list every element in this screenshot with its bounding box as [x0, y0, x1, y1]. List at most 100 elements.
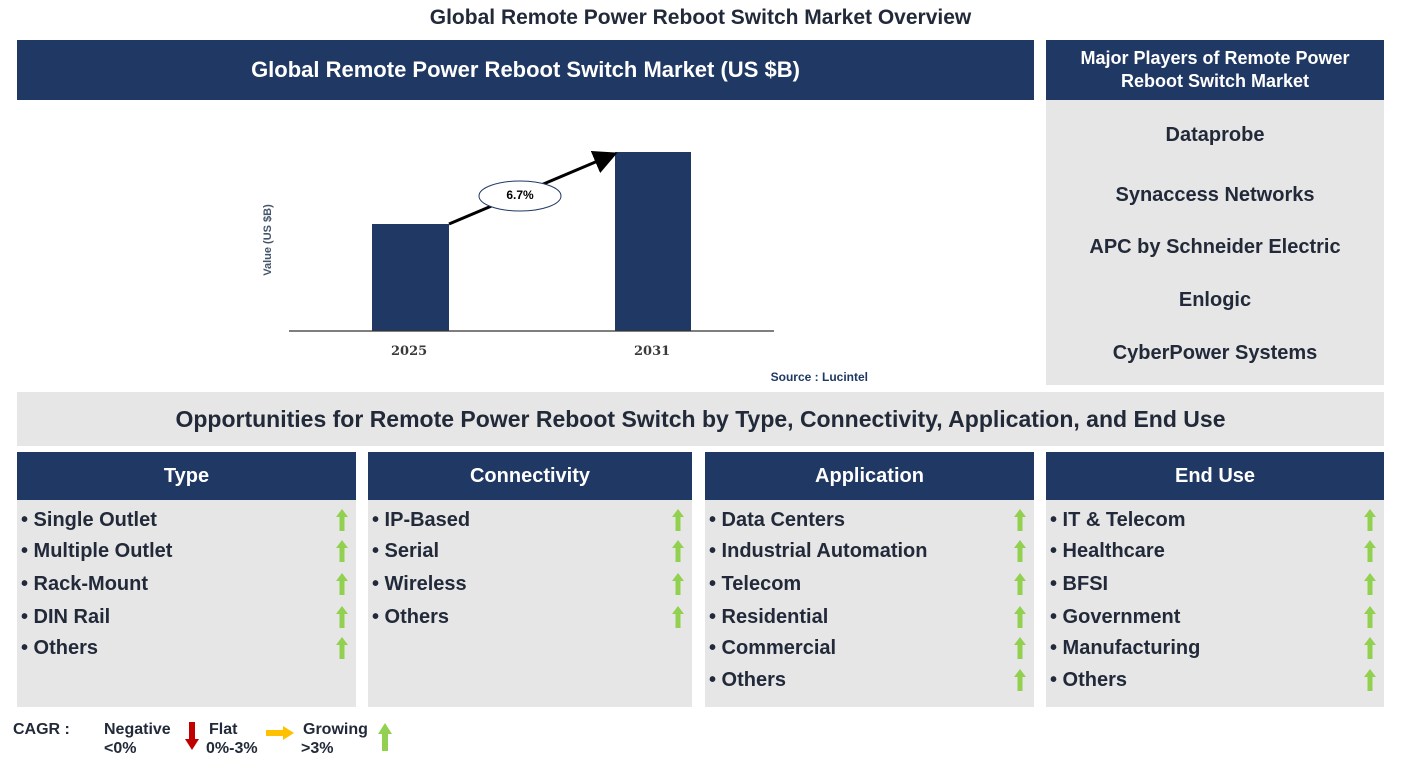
segment-item: • Others [1050, 667, 1376, 693]
column-application: Application • Data Centers • Industrial A… [705, 452, 1034, 707]
growing-arrow-icon [1364, 606, 1376, 628]
segment-label: • Telecom [709, 572, 802, 595]
cagr-bubble [478, 180, 562, 212]
source-note: Source : Lucintel [770, 370, 868, 384]
segment-label: • Others [372, 605, 450, 628]
segment-label: • DIN Rail [21, 605, 111, 628]
segment-label: • Others [21, 636, 99, 659]
page-title: Global Remote Power Reboot Switch Market… [429, 6, 972, 29]
growing-arrow-icon [1364, 573, 1376, 595]
growing-arrow-icon [336, 509, 348, 531]
column-body: • Single Outlet • Multiple Outlet • Rack-M… [17, 500, 356, 707]
growing-arrow-icon [1364, 509, 1376, 531]
segment-label: • Manufacturing [1050, 636, 1201, 659]
bar-2031 [615, 152, 691, 331]
bar-2025 [372, 224, 449, 331]
right-arrow-icon [266, 726, 294, 740]
growing-arrow-icon [1014, 606, 1026, 628]
segment-item: • Commercial [709, 635, 1026, 661]
segment-item: • Multiple Outlet [21, 538, 348, 564]
growing-arrow-icon [1364, 669, 1376, 691]
column-body: • Data Centers • Industrial Automation • T… [705, 500, 1034, 707]
segment-label: • Industrial Automation [709, 539, 928, 562]
segment-item: • Rack-Mount [21, 571, 348, 597]
growing-arrow-icon [336, 637, 348, 659]
segment-label: • Residential [709, 605, 829, 628]
segment-item: • Telecom [709, 571, 1026, 597]
growing-arrow-icon [1014, 509, 1026, 531]
player-item: CyberPower Systems [1112, 342, 1318, 364]
segment-label: • IT & Telecom [1050, 508, 1186, 531]
segment-label: • Commercial [709, 636, 837, 659]
column-header: Application [705, 452, 1034, 500]
legend-growing-label: Growing [303, 721, 368, 738]
players-header: Major Players of Remote Power Reboot Swi… [1046, 40, 1384, 100]
players-list: Dataprobe Synaccess Networks APC by Schn… [1046, 100, 1384, 385]
segment-label: • Data Centers [709, 508, 845, 531]
major-players-panel: Major Players of Remote Power Reboot Swi… [1046, 40, 1384, 385]
legend-flat-range: 0%-3% [206, 740, 258, 757]
segment-item: • Government [1050, 604, 1376, 630]
segment-label: • Rack-Mount [21, 572, 149, 595]
cagr-legend: CAGR : Negative <0% Flat 0%-3% Growing >… [13, 718, 433, 762]
column-type: Type • Single Outlet • Multiple Outlet • R… [17, 452, 356, 707]
growing-arrow-icon [672, 509, 684, 531]
x-tick-2025: 2025 [391, 344, 428, 359]
legend-flat-label: Flat [209, 721, 238, 738]
player-item: Enlogic [1178, 289, 1252, 311]
up-arrow-icon [378, 723, 392, 751]
segment-label: • Single Outlet [21, 508, 157, 531]
column-header: End Use [1046, 452, 1384, 500]
segment-item: • BFSI [1050, 571, 1376, 597]
segment-item: • Healthcare [1050, 538, 1376, 564]
growing-arrow-icon [1014, 669, 1026, 691]
opportunities-banner: Opportunities for Remote Power Reboot Sw… [17, 392, 1384, 446]
column-connectivity: Connectivity • IP-Based• Serial• Wireles… [368, 452, 692, 707]
segment-label: • Government [1050, 605, 1181, 628]
player-item: APC by Schneider Electric [1089, 236, 1341, 258]
segment-label: • Wireless [372, 572, 467, 595]
x-tick-2031: 2031 [634, 344, 671, 359]
down-arrow-icon [185, 722, 199, 750]
segment-item: • Others [21, 635, 348, 661]
player-item: Dataprobe [1165, 124, 1265, 146]
segment-label: • Serial [372, 539, 440, 562]
column-end-use: End Use • IT & Telecom • Healthcare • BFSI… [1046, 452, 1384, 707]
segment-label: • Others [1050, 668, 1128, 691]
growing-arrow-icon [336, 540, 348, 562]
segment-label: • BFSI [1050, 572, 1109, 595]
chart-plot [289, 150, 774, 332]
segment-item: • Manufacturing [1050, 635, 1376, 661]
segment-label: • IP-Based [372, 508, 471, 531]
growing-arrow-icon [672, 573, 684, 595]
segment-item: • IT & Telecom [1050, 507, 1376, 533]
growing-arrow-icon [672, 540, 684, 562]
column-body: • IT & Telecom • Healthcare • BFSI • Govern… [1046, 500, 1384, 707]
segment-item: • DIN Rail [21, 604, 348, 630]
column-header: Type [17, 452, 356, 500]
segment-item: • Serial [372, 538, 684, 564]
column-body: • IP-Based • Serial • Wireless • Others [368, 500, 692, 707]
segment-label: • Healthcare [1050, 539, 1165, 562]
growing-arrow-icon [1014, 540, 1026, 562]
cagr-label: 6.7% [506, 188, 534, 202]
growing-arrow-icon [1364, 540, 1376, 562]
segment-item: • Others [709, 667, 1026, 693]
bar-chart: Value (US $B) 6.7% 2025 2031 Source : Lu… [260, 130, 880, 390]
chart-header: Global Remote Power Reboot Switch Market… [17, 40, 1034, 100]
legend-negative-range: <0% [104, 740, 137, 757]
segment-label: • Multiple Outlet [21, 539, 173, 562]
growing-arrow-icon [336, 573, 348, 595]
segment-item: • Residential [709, 604, 1026, 630]
player-item: Synaccess Networks [1115, 184, 1315, 206]
segment-item: • IP-Based [372, 507, 684, 533]
segment-item: • Others [372, 604, 684, 630]
segment-item: • Data Centers [709, 507, 1026, 533]
growing-arrow-icon [1364, 637, 1376, 659]
growing-arrow-icon [336, 606, 348, 628]
legend-growing-range: >3% [301, 740, 334, 757]
legend-label: CAGR : [13, 721, 70, 738]
segment-item: • Industrial Automation [709, 538, 1026, 564]
segment-item: • Single Outlet [21, 507, 348, 533]
growing-arrow-icon [672, 606, 684, 628]
